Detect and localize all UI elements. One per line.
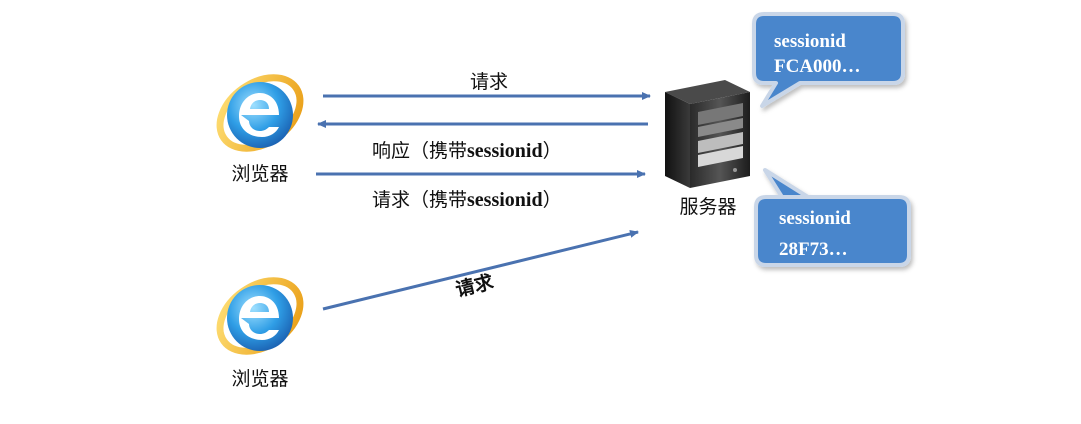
response-label-suffix: ） bbox=[543, 140, 562, 162]
request-with-session-suffix: ） bbox=[543, 189, 562, 211]
second-browser-request-arrow bbox=[322, 230, 639, 311]
response-label-prefix: 响应（携带 bbox=[372, 140, 467, 162]
session-bubble-bottom bbox=[754, 168, 911, 267]
response-label-keyword: sessionid bbox=[467, 140, 543, 162]
request-label: 请求 bbox=[470, 71, 508, 93]
request-with-session-keyword: sessionid bbox=[467, 189, 543, 211]
server-tower-icon bbox=[665, 80, 750, 188]
ie-browser-icon bbox=[216, 277, 304, 355]
session-bubble-top-line1: sessionid bbox=[774, 31, 846, 52]
session-bubble-bottom-line1: sessionid bbox=[779, 208, 851, 229]
browser-bottom-label: 浏览器 bbox=[231, 368, 288, 390]
request-with-session-label: 请求（携带sessionid） bbox=[372, 189, 562, 211]
browser-top-label: 浏览器 bbox=[231, 163, 288, 185]
server-label: 服务器 bbox=[679, 196, 736, 218]
session-bubble-bottom-line2: 28F73… bbox=[779, 239, 848, 260]
response-label: 响应（携带sessionid） bbox=[372, 140, 562, 162]
ie-browser-icon bbox=[216, 74, 304, 152]
session-bubble-top-line2: FCA000… bbox=[774, 56, 861, 77]
session-bubble-top bbox=[752, 12, 905, 108]
request-with-session-prefix: 请求（携带 bbox=[372, 189, 467, 211]
